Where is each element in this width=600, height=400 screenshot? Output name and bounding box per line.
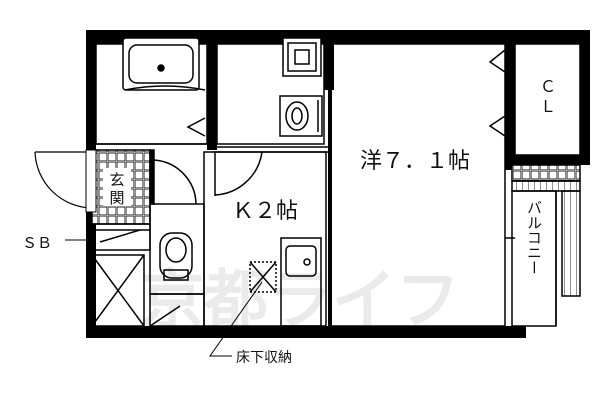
entrance-area: 玄 関 [34, 149, 151, 225]
closet-label-1: Ｃ [540, 77, 556, 96]
entrance-label-2: 関 [109, 189, 124, 207]
shoe-box [65, 223, 151, 251]
balcony-label: バルコニー [525, 200, 543, 275]
closet [514, 43, 581, 156]
kitchen-label: Ｋ２帖 [232, 199, 298, 224]
underfloor-leader [209, 281, 263, 357]
western-room-label: 洋７．１帖 [360, 149, 470, 174]
underfloor-storage-label: 床下収納 [236, 350, 292, 366]
entrance-label-1: 玄 [109, 171, 124, 189]
storage-box [91, 254, 145, 327]
shoe-box-label: ＳＢ [22, 234, 52, 252]
balcony [505, 164, 581, 327]
western-room [328, 43, 506, 327]
bathroom [95, 37, 208, 145]
washroom [211, 37, 330, 196]
kitchen-area [203, 151, 327, 327]
closet-label-2: Ｌ [540, 97, 556, 116]
